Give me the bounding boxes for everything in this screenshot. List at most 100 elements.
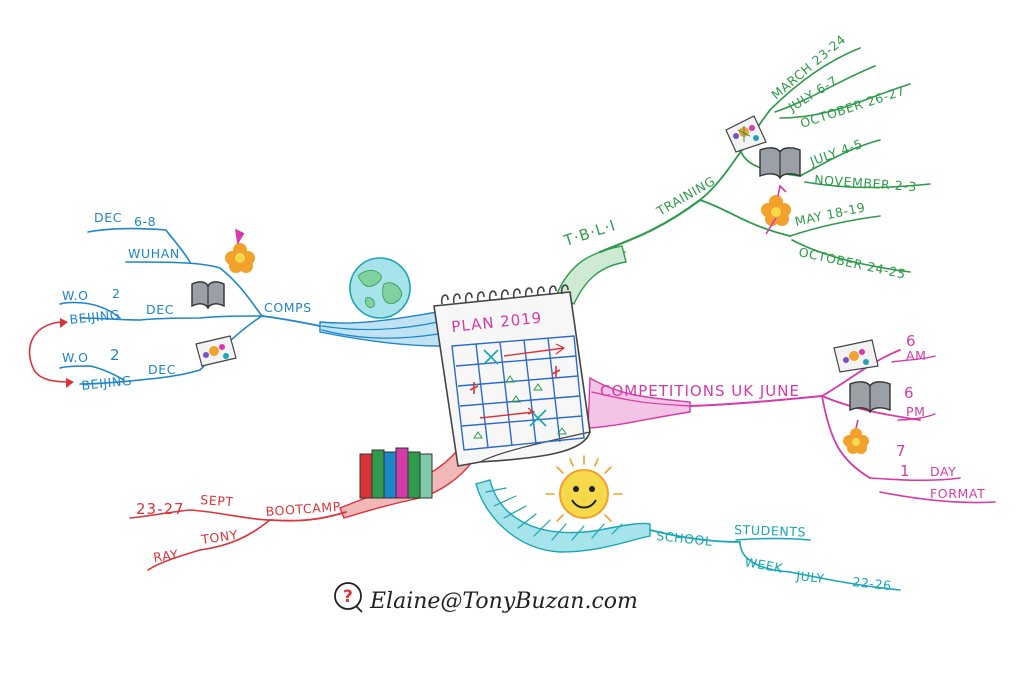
bootcamp-sept-line <box>189 509 271 521</box>
signature: ? Elaine@TonyBuzan.com <box>334 582 638 614</box>
comps-dec1-dates: 6-8 <box>134 214 156 229</box>
comps-dec3-line <box>139 315 263 381</box>
brain-icon <box>725 115 767 153</box>
tbli-label: T·B·L·I <box>561 216 618 250</box>
comps-wo2-num: 2 <box>110 346 121 364</box>
book-icon <box>849 381 891 414</box>
competitions-item-5: 7 <box>896 442 907 460</box>
tbli-july-line <box>774 65 876 113</box>
competitions-main-line <box>689 395 823 407</box>
school-july-label: JULY <box>795 568 826 586</box>
brain-icon <box>833 339 879 373</box>
book-icon <box>191 281 225 310</box>
competitions-item-1: 6 <box>906 332 917 350</box>
bootcamp-sept-label: SEPT <box>200 492 234 509</box>
tbli-date-4: JULY 4-5 <box>807 136 865 169</box>
competitions-day-sub <box>869 477 961 482</box>
comps-main-line <box>261 315 321 327</box>
comps-wo2-line <box>59 365 125 381</box>
tbli-october2425-line <box>791 239 911 273</box>
branch-bootcamp: BOOTCAMP SEPT 23-27 TONY RAY <box>129 447 474 571</box>
comps-dec2-label: DEC <box>146 302 174 317</box>
competitions-label: COMPETITIONS UK JUNE <box>600 382 800 400</box>
book-icon <box>759 147 801 180</box>
school-label: SCHOOL <box>656 528 714 549</box>
bootcamp-tony-label: TONY <box>199 527 239 547</box>
tbli-training-label: TRAINING <box>653 173 718 219</box>
comps-dec3-label: DEC <box>148 362 176 377</box>
comps-dec2-line <box>139 315 263 321</box>
competitions-format-line <box>879 491 996 504</box>
arrow-head-icon <box>66 378 74 388</box>
competitions-item-6: 1 <box>900 462 911 480</box>
signature-text: Elaine@TonyBuzan.com <box>369 589 638 614</box>
branch-competitions-uk: COMPETITIONS UK JUNE 6 AM 6 PM 7 1 DAY F… <box>587 332 996 504</box>
comps-wo1-line <box>59 301 121 319</box>
svg-text:?: ? <box>343 587 353 607</box>
bootcamp-dates-label: 23-27 <box>136 500 185 518</box>
school-trunk-fill <box>475 479 651 553</box>
calendar-icon: PLAN 2019 <box>433 284 591 467</box>
bootcamp-label: BOOTCAMP <box>265 499 341 519</box>
tbli-november-line <box>804 181 931 189</box>
comps-dec1-line <box>87 227 191 263</box>
branch-tbli: T·B·L·I TRAINING MARCH 23-24 JULY 6-7 OC… <box>555 31 931 305</box>
bootcamp-dates-line <box>129 509 191 519</box>
comps-beijing2-line <box>79 379 141 385</box>
school-students-line <box>735 537 811 541</box>
comps-beijing2-label: BEIJING <box>81 373 133 393</box>
school-week-line <box>739 541 791 573</box>
bootcamp-main-line <box>269 511 347 522</box>
brain-icon <box>195 335 237 367</box>
comps-wo1-label: W.O <box>62 288 89 303</box>
tbli-may-line <box>789 215 881 237</box>
competitions-am-line <box>821 349 901 397</box>
comps-dec1-label: DEC <box>94 210 122 225</box>
competitions-pm-sub <box>897 413 936 421</box>
competitions-item-2: AM <box>906 348 927 363</box>
bootcamp-ray-line <box>147 549 201 571</box>
tbli-date-7: OCTOBER 24-25 <box>797 244 907 281</box>
tbli-october-line <box>779 83 911 119</box>
calendar-marks <box>469 343 567 439</box>
comps-beijing1-label: BEIJING <box>69 307 121 327</box>
comps-wo2-label: W.O <box>62 350 89 365</box>
competitions-pm-line <box>821 395 921 421</box>
arrow-head-icon <box>60 318 68 328</box>
tbli-trunk-fill <box>555 245 627 305</box>
competitions-item-4: PM <box>906 404 926 419</box>
bootcamp-ray-label: RAY <box>152 547 179 565</box>
comps-wuhan-label: WUHAN <box>128 246 180 261</box>
beijing-connector-arrow <box>28 321 71 383</box>
branch-school: SCHOOL STUDENTS WEEK JULY 22-26 <box>475 455 901 593</box>
comps-wuhan-line <box>125 261 263 317</box>
tbli-march-line <box>769 47 861 111</box>
comps-wo1-num: 2 <box>112 286 121 301</box>
flower-icon <box>843 419 869 454</box>
tbli-lower-fork <box>699 199 791 237</box>
competitions-item-8: FORMAT <box>930 486 985 501</box>
comps-beijing1-line <box>79 317 141 321</box>
calendar-rings <box>440 284 569 305</box>
flower-icon <box>225 228 255 273</box>
comps-label: COMPS <box>264 300 312 315</box>
competitions-item-7: DAY <box>930 464 956 479</box>
school-dates-label: 22-26 <box>852 574 893 593</box>
competitions-am-sub <box>891 355 936 363</box>
flower-icon <box>761 184 791 235</box>
school-july-line <box>789 571 901 591</box>
competitions-trunk-fill <box>587 376 691 429</box>
books-icon <box>359 447 433 499</box>
calendar-grid <box>451 335 585 451</box>
competitions-day-line <box>821 395 871 479</box>
tbli-upper-fork <box>699 109 771 201</box>
school-main-line <box>649 529 741 543</box>
comps-trunk-lines <box>321 321 439 339</box>
school-week-label: WEEK <box>743 554 784 576</box>
globe-icon <box>349 257 411 319</box>
bootcamp-tony-line <box>199 519 271 551</box>
question-mark-icon: ? <box>334 582 363 613</box>
school-students-label: STUDENTS <box>734 522 806 540</box>
